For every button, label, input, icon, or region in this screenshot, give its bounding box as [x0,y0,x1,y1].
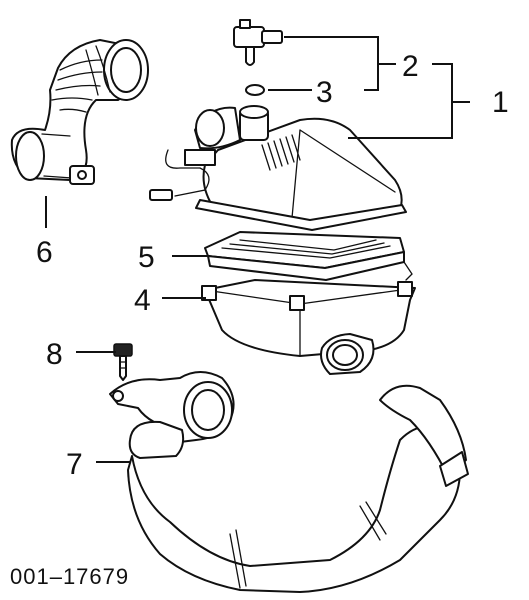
air-filter-element [204,231,405,281]
callout-4: 4 [134,284,151,317]
air-cleaner-cover [149,105,407,231]
leader-lines [45,36,470,463]
callout-2: 2 [402,50,419,83]
callout-1: 1 [492,86,509,119]
figure-code: 001–17679 [10,564,129,589]
mass-air-flow-sensor [233,19,283,66]
bolt [113,343,133,381]
callout-5: 5 [138,241,155,274]
o-ring [245,84,265,96]
intake-hose [10,39,149,185]
intake-duct [109,371,469,593]
air-cleaner-case [201,261,416,375]
callout-8: 8 [46,338,63,371]
callout-6: 6 [36,236,53,269]
callout-3: 3 [316,76,333,109]
callout-7: 7 [66,448,83,481]
